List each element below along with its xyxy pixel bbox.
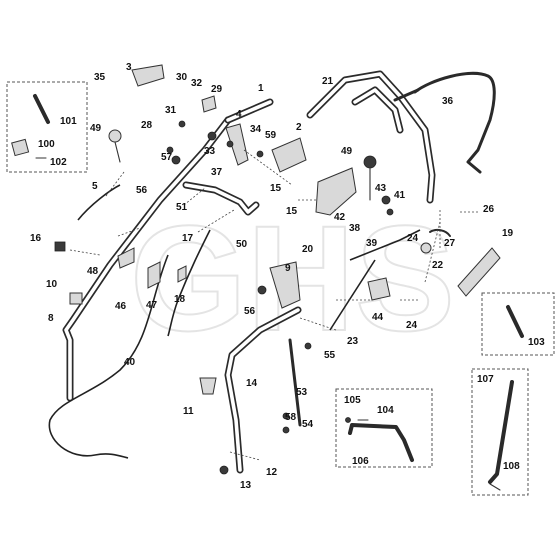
brake-cable	[77, 184, 121, 221]
callout-10: 10	[46, 279, 58, 290]
callout-16: 16	[30, 233, 42, 244]
callout-49b: 49	[341, 146, 353, 157]
inset-box-lower-right	[471, 368, 529, 496]
grip-cover-19	[457, 247, 501, 297]
callout-19: 19	[502, 228, 514, 239]
callout-37: 37	[211, 167, 223, 178]
inset-box-right	[481, 292, 555, 356]
callout-8: 8	[48, 313, 54, 324]
lower-right-handle-tube	[224, 306, 302, 474]
callout-57: 57	[161, 152, 173, 163]
callout-36: 36	[442, 96, 454, 107]
lower-left-handle-tube	[62, 116, 232, 402]
callout-4: 4	[236, 109, 242, 120]
inset-box-lower-center	[335, 388, 433, 468]
callout-15a: 15	[270, 183, 282, 194]
callout-35: 35	[94, 72, 106, 83]
callout-27: 27	[444, 238, 456, 249]
callout-9: 9	[285, 263, 291, 274]
callout-30: 30	[176, 72, 188, 83]
callout-46: 46	[115, 301, 127, 312]
callout-17: 17	[182, 233, 194, 244]
callout-24a: 24	[407, 233, 419, 244]
callout-24b: 24	[406, 320, 418, 331]
callout-11: 11	[183, 406, 194, 417]
callout-41: 41	[394, 190, 406, 201]
callout-104: 104	[377, 405, 394, 416]
callout-22: 22	[432, 260, 444, 271]
callout-33: 33	[204, 146, 216, 157]
callout-43: 43	[375, 183, 387, 194]
callout-23: 23	[347, 336, 359, 347]
callout-15b: 15	[286, 206, 298, 217]
callout-42: 42	[334, 212, 346, 223]
rod-right	[329, 259, 376, 331]
upper-handle-bar	[224, 70, 436, 204]
leader-lines	[69, 149, 480, 461]
throttle-cable-right	[349, 229, 421, 261]
callout-47: 47	[146, 300, 158, 311]
bail-handle	[393, 71, 496, 174]
callout-28: 28	[141, 120, 153, 131]
callout-13: 13	[240, 480, 252, 491]
callout-18: 18	[174, 294, 186, 305]
callout-48: 48	[87, 266, 99, 277]
callout-55: 55	[324, 350, 336, 361]
callout-56b: 56	[244, 306, 256, 317]
callout-26: 26	[483, 204, 495, 215]
callout-108: 108	[503, 461, 520, 472]
callout-12: 12	[266, 467, 278, 478]
callout-21: 21	[322, 76, 334, 87]
callout-39: 39	[366, 238, 378, 249]
callout-50: 50	[236, 239, 248, 250]
callout-20: 20	[302, 244, 314, 255]
callout-1: 1	[258, 83, 264, 94]
callout-3: 3	[126, 62, 132, 73]
callout-51: 51	[176, 202, 188, 213]
callout-labels: 1 2 3 4 5 8 9 10 11 12 13 14 15 15 16 17…	[30, 62, 545, 491]
callout-100: 100	[38, 139, 55, 150]
callout-29: 29	[211, 84, 223, 95]
control-cable-long	[48, 254, 169, 459]
callout-56a: 56	[136, 185, 148, 196]
callout-106: 106	[352, 456, 369, 467]
callout-105: 105	[344, 395, 361, 406]
callout-53: 53	[296, 387, 308, 398]
inset-box-upper-left	[6, 81, 88, 173]
callout-54: 54	[302, 419, 314, 430]
callout-38: 38	[349, 223, 361, 234]
callout-34: 34	[250, 124, 262, 135]
callout-31: 31	[165, 105, 177, 116]
callout-49a: 49	[90, 123, 102, 134]
callout-40: 40	[124, 357, 136, 368]
bracket-rod	[182, 181, 260, 216]
callout-107: 107	[477, 374, 494, 385]
control-lever-assembly	[131, 64, 249, 166]
callout-58: 58	[285, 412, 297, 423]
callout-32: 32	[191, 78, 203, 89]
callout-2: 2	[296, 122, 302, 133]
callout-101: 101	[60, 116, 77, 127]
engine-control-box	[271, 137, 357, 216]
callout-103: 103	[528, 337, 545, 348]
callout-59: 59	[265, 130, 277, 141]
control-cable-mid	[167, 229, 211, 337]
callout-5: 5	[92, 181, 98, 192]
callout-44: 44	[372, 312, 384, 323]
callout-102: 102	[50, 157, 67, 168]
callout-14: 14	[246, 378, 258, 389]
knob-parts	[108, 129, 377, 201]
misc-small-parts	[54, 120, 451, 475]
